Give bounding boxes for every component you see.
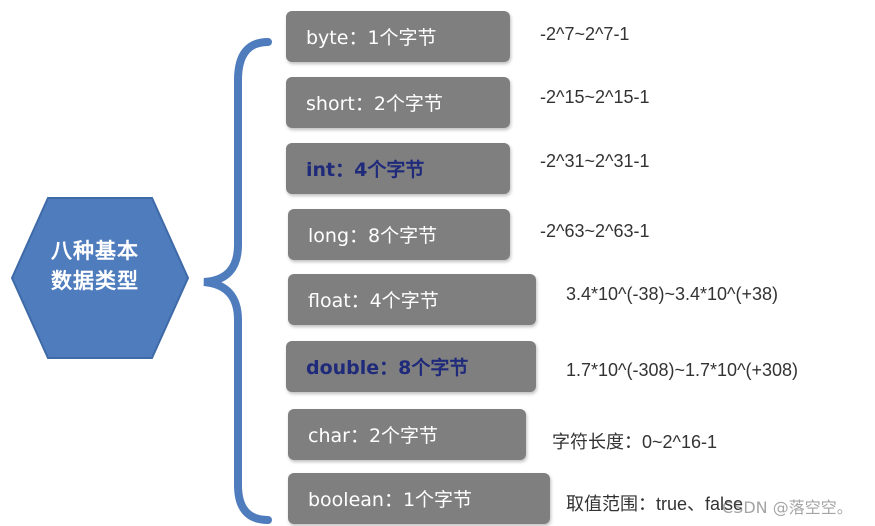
- range-double: 1.7*10^(-308)~1.7*10^(+308): [566, 360, 799, 380]
- type-box-int: int：4个字节: [286, 143, 510, 194]
- type-label: double：8个字节: [306, 357, 469, 379]
- curly-brace: [203, 38, 272, 524]
- type-box-double: double：8个字节: [286, 341, 536, 392]
- range-int: -2^31~2^31-1: [540, 151, 650, 171]
- type-box-float: float：4个字节: [288, 274, 536, 325]
- type-box-boolean: boolean：1个字节: [288, 473, 550, 524]
- type-label: long：8个字节: [308, 225, 438, 247]
- type-box-char: char：2个字节: [288, 409, 526, 460]
- type-box-byte: byte：1个字节: [286, 11, 510, 62]
- type-label: short：2个字节: [306, 93, 443, 115]
- type-label: int：4个字节: [306, 159, 425, 181]
- type-box-long: long：8个字节: [288, 209, 510, 260]
- range-long: -2^63~2^63-1: [540, 221, 650, 241]
- range-byte: -2^7~2^7-1: [540, 24, 630, 44]
- hexagon-shape: [10, 197, 190, 359]
- watermark: CSDN @落空空。: [722, 498, 853, 517]
- range-short: -2^15~2^15-1: [540, 87, 650, 107]
- central-topic: 八种基本 数据类型: [20, 236, 170, 296]
- type-box-short: short：2个字节: [286, 77, 510, 128]
- type-label: byte：1个字节: [306, 27, 437, 49]
- type-label: float：4个字节: [308, 290, 439, 312]
- type-label: boolean：1个字节: [308, 489, 473, 511]
- range-float: 3.4*10^(-38)~3.4*10^(+38): [566, 284, 779, 304]
- type-label: char：2个字节: [308, 425, 439, 447]
- range-boolean: 取值范围：true、false: [566, 494, 744, 514]
- central-topic-line-2: 数据类型: [51, 269, 139, 293]
- range-char: 字符长度：0~2^16-1: [552, 432, 718, 452]
- central-topic-line-1: 八种基本: [51, 239, 139, 263]
